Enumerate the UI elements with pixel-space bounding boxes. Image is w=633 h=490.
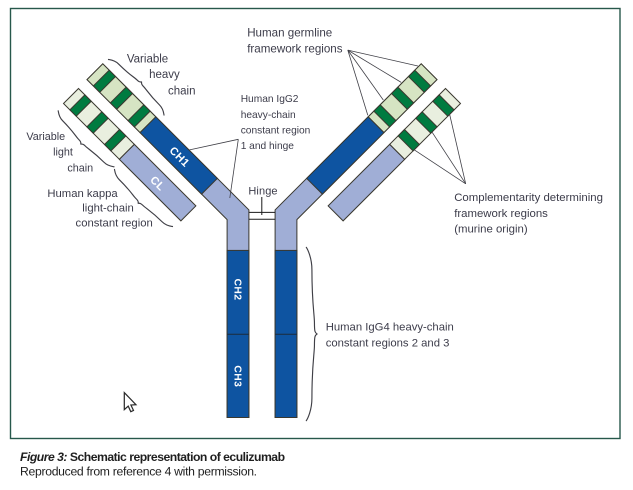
svg-text:light-chain: light-chain: [82, 202, 134, 214]
svg-text:framework regions: framework regions: [454, 208, 548, 220]
svg-text:CH3: CH3: [231, 365, 242, 387]
svg-text:heavy-chain: heavy-chain: [241, 110, 296, 121]
svg-text:chain: chain: [67, 163, 93, 175]
svg-text:Complementarity determining: Complementarity determining: [454, 192, 603, 204]
svg-text:Human germline: Human germline: [247, 27, 332, 40]
svg-text:Human kappa: Human kappa: [47, 188, 118, 200]
svg-text:Variable: Variable: [26, 131, 65, 143]
svg-text:constant region: constant region: [241, 126, 311, 137]
svg-text:constant regions 2 and 3: constant regions 2 and 3: [326, 338, 450, 350]
svg-text:Human IgG4 heavy-chain: Human IgG4 heavy-chain: [326, 322, 454, 334]
svg-text:Human IgG2: Human IgG2: [241, 94, 299, 105]
svg-text:framework regions: framework regions: [247, 42, 343, 55]
svg-text:constant region: constant region: [76, 218, 153, 230]
svg-text:Variable: Variable: [127, 53, 168, 65]
svg-text:Hinge: Hinge: [248, 185, 277, 197]
svg-text:heavy: heavy: [149, 69, 180, 81]
svg-text:chain: chain: [168, 86, 196, 98]
svg-text:light: light: [53, 147, 73, 159]
svg-text:CH2: CH2: [231, 279, 242, 301]
svg-text:1 and hinge: 1 and hinge: [241, 141, 295, 152]
svg-text:(murine origin): (murine origin): [454, 224, 528, 236]
svg-text:Figure 3: Schematic representa: Figure 3: Schematic representation of ec…: [20, 450, 285, 464]
svg-text:Reproduced from reference 4 wi: Reproduced from reference 4 with permiss…: [20, 465, 257, 479]
